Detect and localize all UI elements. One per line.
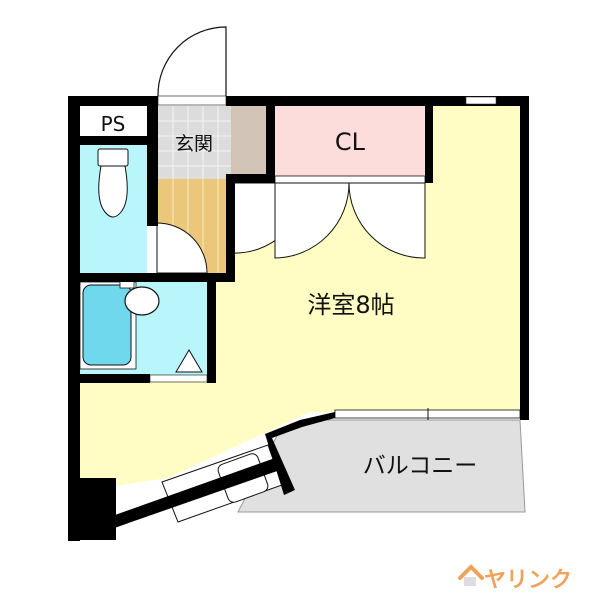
entrance-label: 玄関 xyxy=(175,133,213,155)
walls xyxy=(68,96,529,541)
bathtub xyxy=(82,284,132,366)
toilet-bowl xyxy=(98,165,128,218)
washbasin xyxy=(124,286,160,316)
bathroom-door xyxy=(149,374,208,383)
shoe-storage xyxy=(231,106,266,174)
closet-label: CL xyxy=(335,128,366,156)
closet-door-right xyxy=(348,182,426,259)
entrance-tile-grid xyxy=(158,106,231,179)
entrance-floor xyxy=(158,106,231,179)
closet-rail xyxy=(274,175,426,184)
closet xyxy=(275,106,425,176)
balcony-label: バルコニー xyxy=(363,453,478,479)
closet-door-left xyxy=(274,182,350,259)
toilet-door-swing xyxy=(156,222,208,274)
house-icon xyxy=(458,564,484,580)
toilet-tank xyxy=(97,148,129,167)
top-window xyxy=(465,96,497,105)
logo: ヤリンク xyxy=(458,564,572,593)
logo-text: ヤリンク xyxy=(484,568,572,593)
entrance-door-swing xyxy=(157,26,227,97)
western-room-label: 洋室8帖 xyxy=(307,291,394,319)
bathroom-vent-icon xyxy=(175,349,203,373)
entrance-door-opening xyxy=(157,95,227,106)
ps-room xyxy=(80,106,147,136)
ps-label: PS xyxy=(101,112,126,136)
